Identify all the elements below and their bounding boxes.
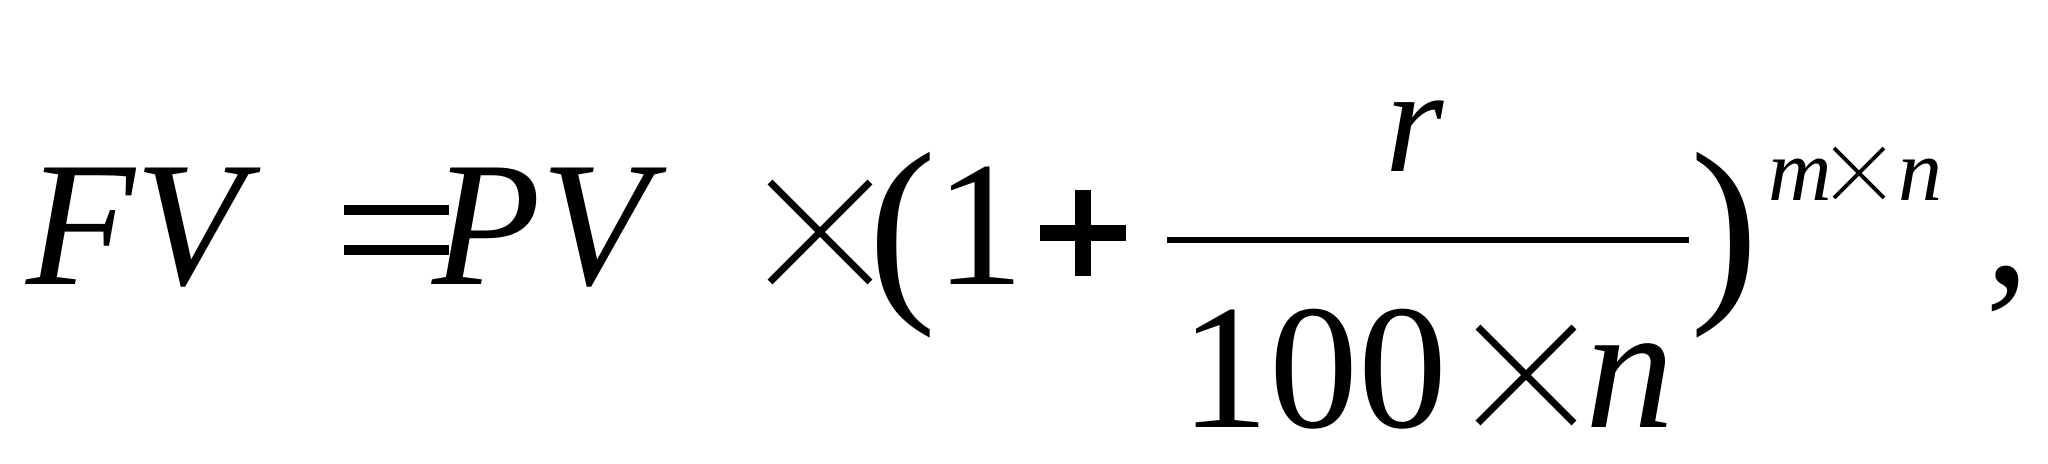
open-parenthesis: ( <box>868 112 936 339</box>
numerator-r: r <box>1385 38 1444 204</box>
equals-sign <box>344 205 449 255</box>
multiply-sign <box>767 179 873 285</box>
fraction-bar <box>1167 237 1689 243</box>
denominator-100: 100 <box>1180 268 1447 464</box>
close-parenthesis: ) <box>1690 112 1758 339</box>
denominator-n: n <box>1585 268 1674 464</box>
fv-symbol: FV <box>25 125 261 323</box>
plus-sign <box>1040 190 1126 276</box>
exponent-m: m <box>1768 123 1832 220</box>
trailing-comma: , <box>1985 125 2030 323</box>
exponent-n: n <box>1898 123 1942 220</box>
pv-symbol: PV <box>431 125 667 323</box>
denominator-multiply-sign <box>1475 324 1577 426</box>
exponent-multiply-sign <box>1832 146 1886 200</box>
constant-one: 1 <box>935 125 1024 323</box>
